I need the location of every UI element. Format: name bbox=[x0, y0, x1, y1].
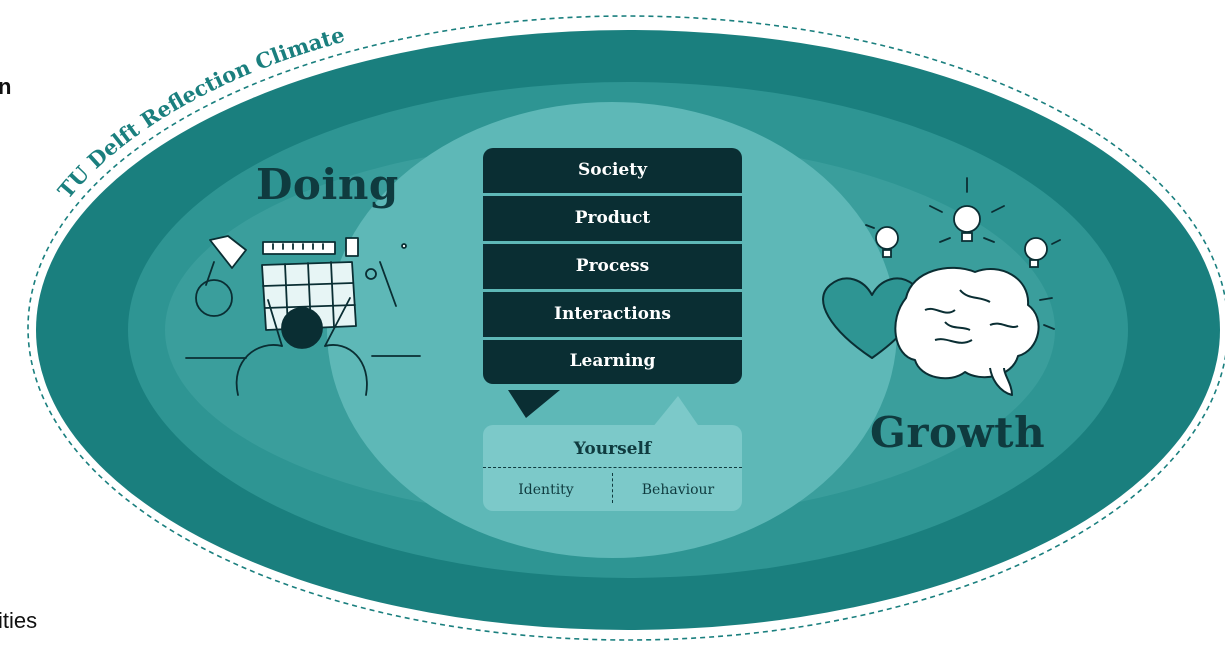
yourself-split-divider bbox=[612, 473, 613, 503]
doing-heading: Doing bbox=[256, 160, 399, 209]
layer-stack: Society Product Process Interactions Lea… bbox=[483, 148, 742, 387]
cropped-edge-text-top: n bbox=[0, 74, 12, 99]
identity-label: Identity bbox=[518, 482, 574, 498]
layer-learning: Learning bbox=[483, 340, 742, 384]
layer-process: Process bbox=[483, 244, 742, 289]
yourself-box: Yourself Identity Behaviour bbox=[483, 425, 742, 511]
growth-heading: Growth bbox=[870, 408, 1046, 457]
lightbulb-icon bbox=[865, 177, 1061, 330]
layer-society: Society bbox=[483, 148, 742, 193]
cropped-edge-text-bottom: ities bbox=[0, 608, 38, 633]
yourself-title: Yourself bbox=[573, 439, 652, 459]
layer-interactions: Interactions bbox=[483, 292, 742, 337]
brain-icon bbox=[894, 266, 1040, 396]
behaviour-label: Behaviour bbox=[641, 482, 715, 498]
yourself-pointer bbox=[652, 396, 700, 428]
dashed-boundary bbox=[27, 15, 1225, 641]
person-at-desk-icon bbox=[185, 235, 421, 396]
layer-product: Product bbox=[483, 196, 742, 241]
yourself-divider bbox=[483, 467, 742, 468]
learning-pointer bbox=[508, 390, 560, 418]
